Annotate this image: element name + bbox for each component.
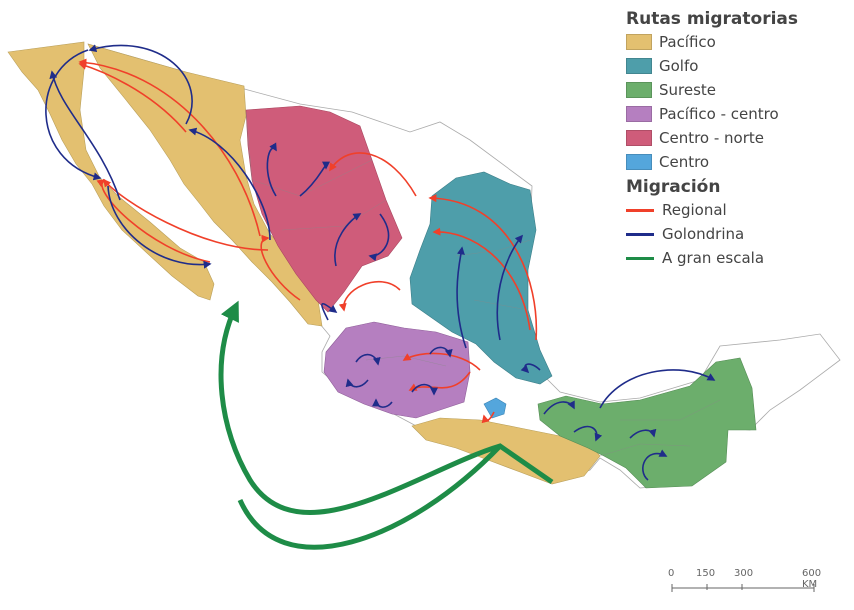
region-centro-norte	[245, 105, 403, 313]
legend-migration-label: A gran escala	[662, 249, 765, 267]
legend-route-item: Pacífico - centro	[626, 102, 798, 126]
region-pacifico-centro	[323, 321, 471, 419]
legend-route-item: Sureste	[626, 78, 798, 102]
legend-swatch	[626, 130, 652, 146]
gran-escala-arrow	[218, 300, 554, 550]
region-pacifico-baja	[7, 41, 215, 301]
legend-line	[626, 232, 654, 236]
legend-route-item: Pacífico	[626, 30, 798, 54]
legend-swatch	[626, 34, 652, 50]
scale-label: 600 KM	[802, 568, 822, 590]
migration-title: Migración	[626, 177, 721, 197]
scale-bar: 0 150 300 600 KM	[664, 568, 834, 608]
region-sureste	[537, 357, 757, 489]
legend-migration-label: Regional	[662, 201, 727, 219]
legend-migration-item: Golondrina	[626, 222, 798, 246]
legend-route-label: Pacífico	[659, 33, 716, 51]
legend-swatch	[626, 154, 652, 170]
legend-migration-item: Regional	[626, 198, 798, 222]
legend-route-label: Pacífico - centro	[659, 105, 779, 123]
legend-swatch	[626, 58, 652, 74]
legend-route-label: Centro	[659, 153, 710, 171]
legend-route-item: Centro	[626, 150, 798, 174]
legend-swatch	[626, 82, 652, 98]
legend-line	[626, 208, 654, 212]
legend-migration-item: A gran escala	[626, 246, 798, 270]
legend-swatch	[626, 106, 652, 122]
legend-route-label: Golfo	[659, 57, 699, 75]
legend-route-item: Golfo	[626, 54, 798, 78]
legend-line	[626, 256, 654, 260]
routes-title: Rutas migratorias	[626, 9, 799, 29]
scale-label: 0	[668, 568, 675, 579]
legend-migration-label: Golondrina	[662, 225, 745, 243]
region-centro	[483, 397, 507, 419]
legend-route-label: Centro - norte	[659, 129, 765, 147]
region-golfo	[409, 171, 553, 385]
legend-route-item: Centro - norte	[626, 126, 798, 150]
scale-label: 150	[696, 568, 716, 579]
scale-label: 300	[734, 568, 754, 579]
golondrina-arrows	[45, 44, 716, 481]
scale-line	[671, 584, 815, 592]
legend-route-label: Sureste	[659, 81, 717, 99]
